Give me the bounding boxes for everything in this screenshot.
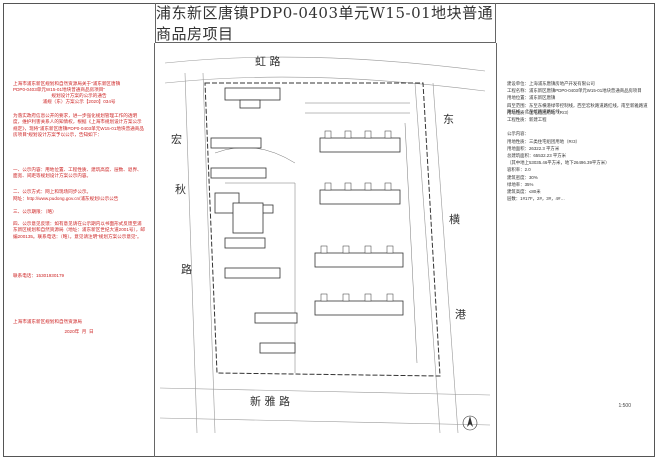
- scale-label: 1:500: [618, 403, 631, 409]
- notice-body-1: 为落实政府信息公开的要求，进一步强化规划管理工作的透明度，维护利害关系人的知情权…: [13, 113, 144, 138]
- building-w-7: [259, 342, 296, 354]
- road-label-west-2: 秋: [175, 182, 186, 196]
- page-title: 浦东新区唐镇PDP0-0403单元W15-01地块普通商品房项目: [156, 3, 494, 43]
- building-w-6: [254, 312, 298, 324]
- notice-body-2: 一、公示内容：用地位置、工程性质、建筑高度、层数、退界、面宽、间距等规划设计方案…: [13, 167, 142, 179]
- project-info-line: 总建筑面积：65532.23 平方米: [507, 153, 567, 158]
- building-w-5: [224, 267, 281, 279]
- road-edge-west: [184, 72, 198, 434]
- project-info-line: 建设单位：上海浦东唐镇房地产开发有限公司: [507, 81, 595, 86]
- project-info-line: 工程名称：浦东新区唐镇PDP0-0403单元W15-01地块普通商品房项目: [507, 88, 642, 94]
- road-edge-south: [159, 387, 491, 396]
- left-notice-panel: 上海市浦东新区规划和自然资源局关于“浦东新区唐镇 PDP0-0403单元W15-…: [3, 43, 155, 457]
- north-arrow-icon: [462, 415, 478, 431]
- notice-body-4: 网址：http://www.pudong.gov.cn/浦东规划/公示公告: [13, 196, 119, 201]
- site-boundary: [204, 82, 441, 377]
- project-info-line: 建筑高度：≤80米: [507, 189, 541, 194]
- building-e-1: [319, 137, 401, 153]
- site-plan: 虹 路 东 横 港 宏 秋 路 新 雅 路: [159, 55, 491, 434]
- notice-footer-org: 上海市浦东新区规划和自然资源局: [13, 319, 82, 324]
- project-info-line: 用地性质：三类住宅组团用地（Rr3）: [507, 138, 580, 144]
- project-info-line: （其中地上53035.46平方米，地下26496.39平方米）: [507, 160, 610, 166]
- building-w-2: [210, 167, 267, 179]
- title-block: 浦东新区唐镇PDP0-0403单元W15-01地块普通商品房项目: [155, 3, 496, 43]
- right-info-panel: 建设单位：上海浦东唐镇房地产开发有限公司工程名称：浦东新区唐镇PDP0-0403…: [496, 43, 655, 457]
- road-label-north: 虹 路: [255, 55, 281, 68]
- clubhouse: [232, 202, 264, 234]
- project-info-line: 公示内容：: [507, 131, 529, 137]
- notice-contact: 联系电话：15301930179: [13, 273, 65, 278]
- road-label-south: 新 雅 路: [250, 394, 290, 408]
- road-label-east-2: 横: [449, 212, 460, 226]
- notice-heading-2: PDP0-0403单元W15-01地块普通商品房项目”: [13, 87, 105, 92]
- road-edge-east: [414, 82, 441, 434]
- building-e-4: [314, 300, 404, 316]
- project-info-line: 容积率：2.0: [507, 167, 531, 173]
- notice-footer-date: 2020年 月 日: [64, 329, 94, 334]
- project-info-line: 绿地率：35%: [507, 181, 534, 187]
- building-w-4: [224, 237, 266, 249]
- building-e-2: [319, 189, 401, 205]
- project-info-line: 用地位置：浦东新区唐镇: [507, 95, 556, 101]
- notice-body-3: 二、公示方式：网上和现场同步公示。: [13, 189, 92, 194]
- project-info-line: 四至范围：东至东横港绿带控制线，西至宏秋路道路红线，南至新雅路道路红线，北至虹路…: [507, 102, 648, 114]
- notice-body-5: 三、公示期限：（略）: [13, 209, 57, 214]
- project-info-line: 用地性质：住宅组团用地（Rr3）: [507, 109, 572, 115]
- notice-body-6: 四、公示意见反馈：如有意见请在公示期内以书面形式反馈至浦东新区规划和自然资源局（…: [13, 221, 145, 239]
- road-label-west-3: 路: [181, 263, 192, 276]
- project-info-line: 建筑密度：30%: [507, 174, 538, 180]
- road-label-east-3: 港: [455, 308, 466, 321]
- project-info-line: 工程性质：新建工程: [507, 117, 547, 122]
- notice-heading-1: 上海市浦东新区规划和自然资源局关于“浦东新区唐镇: [13, 81, 121, 86]
- project-info-line: 用地面积：26322.3 平方米: [507, 145, 560, 151]
- building-w-1: [210, 137, 262, 149]
- road-label-west-1: 宏: [171, 132, 182, 146]
- road-label-east-1: 东: [443, 113, 454, 126]
- road-edge-north: [164, 56, 486, 72]
- building-e-3: [314, 252, 404, 268]
- building-nw-1: [224, 87, 281, 101]
- project-info-line: 层数：1#17F，2#，3#，4#…: [507, 196, 565, 202]
- drawing-frame: [3, 3, 655, 457]
- notice-heading-3: 规划设计方案的公示的通告: [51, 93, 107, 98]
- notice-number: 浦规（东）方案公示【2020】034号: [42, 99, 116, 104]
